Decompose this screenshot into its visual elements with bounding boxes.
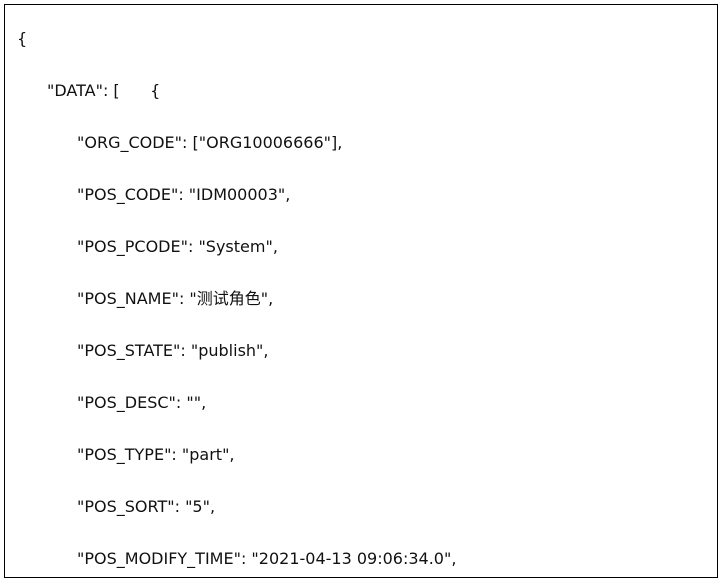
code-line-pos-state: "POS_STATE": "publish", xyxy=(77,341,269,360)
code-line-pos-name: "POS_NAME": "测试角色", xyxy=(77,289,274,308)
code-line-pos-code: "POS_CODE": "IDM00003", xyxy=(77,185,291,204)
code-line-pos-type: "POS_TYPE": "part", xyxy=(77,445,235,464)
code-line-open-brace: { xyxy=(17,29,28,48)
code-line-pos-sort: "POS_SORT": "5", xyxy=(77,497,216,516)
code-line-pos-desc: "POS_DESC": "", xyxy=(77,393,207,412)
code-line-org-code: "ORG_CODE": ["ORG10006666"], xyxy=(77,133,343,152)
code-line-pos-modify-time: "POS_MODIFY_TIME": "2021-04-13 09:06:34.… xyxy=(77,549,457,568)
code-line-data-key: "DATA": [ { xyxy=(47,81,161,100)
code-document-frame: { "DATA": [ { "ORG_CODE": ["ORG10006666"… xyxy=(4,4,718,578)
code-line-pos-pcode: "POS_PCODE": "System", xyxy=(77,237,278,256)
